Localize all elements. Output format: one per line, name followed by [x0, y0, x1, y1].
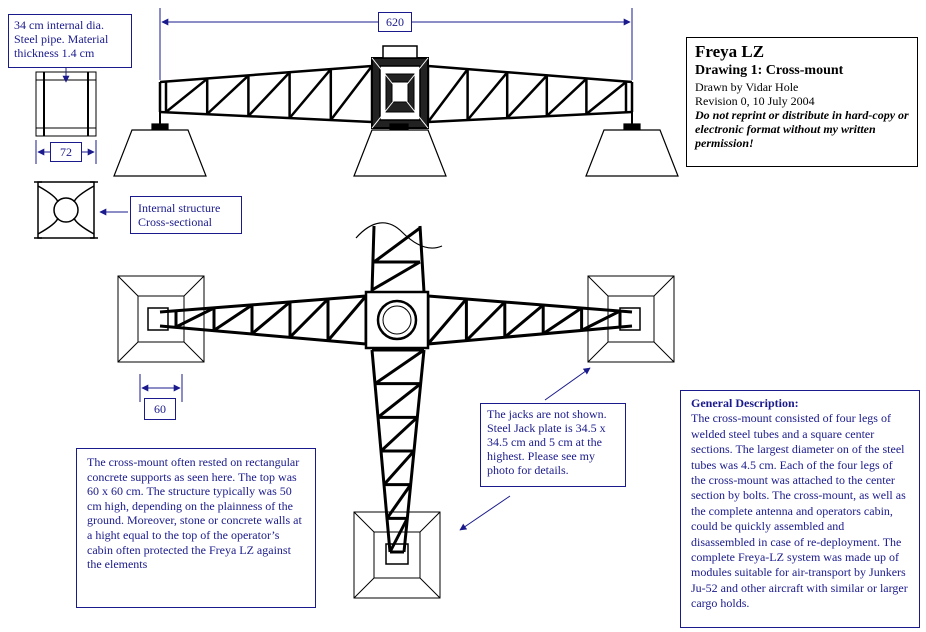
supports-note: The cross-mount often rested on rectangu…: [76, 448, 316, 608]
span-dimension-label: 620: [378, 12, 412, 32]
drawing-title: Freya LZ: [695, 42, 765, 61]
pipe-width-dimension-label: 72: [50, 142, 82, 162]
drawing-subtitle: Drawing 1: Cross-mount: [695, 63, 844, 78]
plan-view: [117, 222, 675, 599]
author-line: Drawn by Vidar Hole: [695, 80, 799, 94]
side-center-section: [371, 45, 429, 129]
side-supports: [113, 112, 679, 177]
plan-top-arm: [355, 222, 443, 293]
jacks-note: The jacks are not shown. Steel Jack plat…: [480, 403, 626, 487]
side-right-truss: [426, 64, 634, 124]
plan-left-arm: [159, 294, 368, 346]
title-block: Freya LZ Drawing 1: Cross-mount Drawn by…: [686, 37, 918, 167]
general-description-heading: General Description:: [691, 396, 799, 410]
internal-structure-line2: Cross-sectional: [138, 215, 212, 229]
plate-width-dimension-label: 60: [144, 398, 176, 420]
general-description-note: General Description: The cross-mount con…: [680, 390, 920, 628]
side-elevation: [113, 8, 679, 177]
pipe-spec-note: 34 cm internal dia. Steel pipe. Material…: [8, 14, 132, 68]
revision-line: Revision 0, 10 July 2004: [695, 94, 815, 108]
internal-structure-line1: Internal structure: [138, 201, 221, 215]
general-description-body: The cross-mount consisted of four legs o…: [691, 411, 908, 611]
side-left-truss: [158, 64, 374, 124]
copyright-notice: Do not reprint or distribute in hard-cop…: [695, 108, 909, 150]
plan-bottom-arm: [370, 348, 426, 554]
plan-center-section: [364, 290, 430, 350]
plan-right-arm: [426, 294, 633, 346]
internal-structure-section: [34, 181, 128, 239]
internal-structure-note: Internal structure Cross-sectional: [130, 196, 242, 234]
